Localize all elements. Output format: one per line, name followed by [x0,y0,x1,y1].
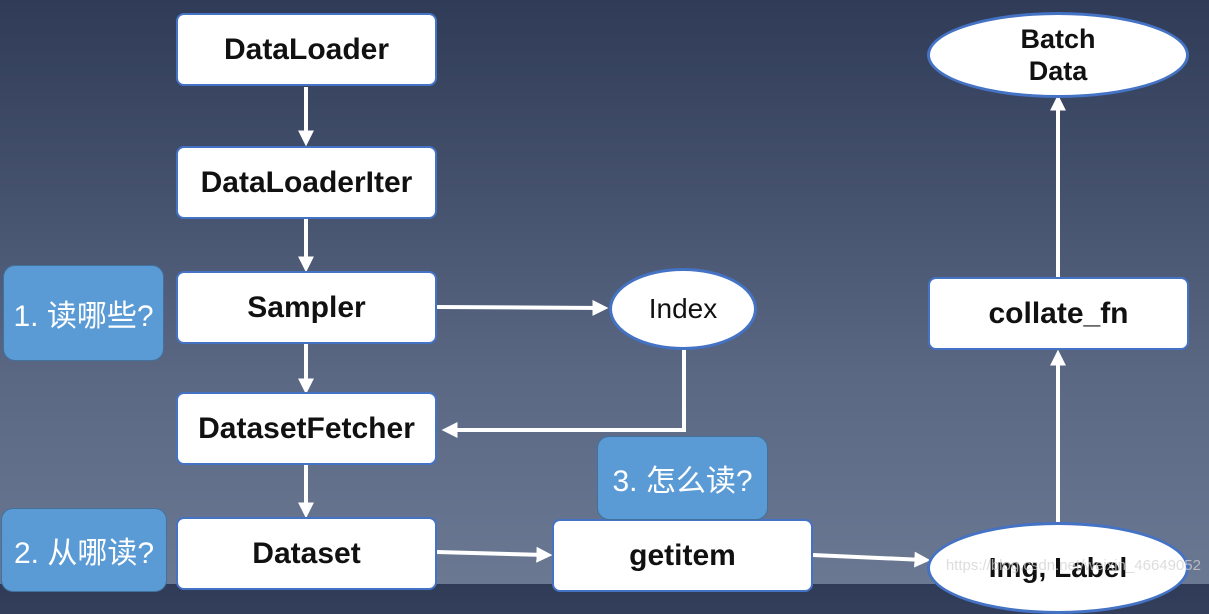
note-which-to-read: 1. 读哪些? [3,265,164,361]
note-how-to-read-label: 3. 怎么读? [612,465,753,498]
dataloaderiter-node: DataLoaderIter [176,146,437,219]
arrow-sampler-to-index [436,299,609,316]
sampler-node: Sampler [176,271,437,344]
dataset-label: Dataset [252,536,361,570]
note-which-to-read-label: 1. 读哪些? [13,300,154,333]
index-node: Index [609,268,757,350]
dataloaderiter-label: DataLoaderIter [200,165,413,199]
arrow-index-to-fetcher [441,348,686,438]
collate-fn-node: collate_fn [928,277,1189,350]
arrow-dataset-to-getitem [436,546,553,563]
arrow-getitem-to-imglabel [812,551,931,568]
batch-data-label-line1: Batch [1020,23,1096,54]
note-where-to-read: 2. 从哪读? [1,508,167,592]
dataset-node: Dataset [176,517,437,590]
index-label: Index [648,293,718,325]
sampler-label: Sampler [247,290,366,324]
datasetfetcher-node: DatasetFetcher [176,392,437,465]
batch-data-label-line2: Data [1028,56,1088,86]
batch-data-node: Batch Data [927,12,1189,98]
collate-fn-label: collate_fn [988,296,1129,330]
note-how-to-read: 3. 怎么读? [597,436,768,520]
img-label-label: Img, Label [988,552,1128,583]
dataloader-node: DataLoader [176,13,437,86]
watermark-text: https://blog.csdn.net/weixin_46649052 [945,557,1201,574]
connector-arrows [298,94,1066,568]
dataloader-label: DataLoader [223,32,390,66]
getitem-node: getitem [552,519,813,592]
note-where-to-read-label: 2. 从哪读? [13,537,155,570]
datasetfetcher-label: DatasetFetcher [198,411,415,445]
getitem-label: getitem [629,538,736,572]
